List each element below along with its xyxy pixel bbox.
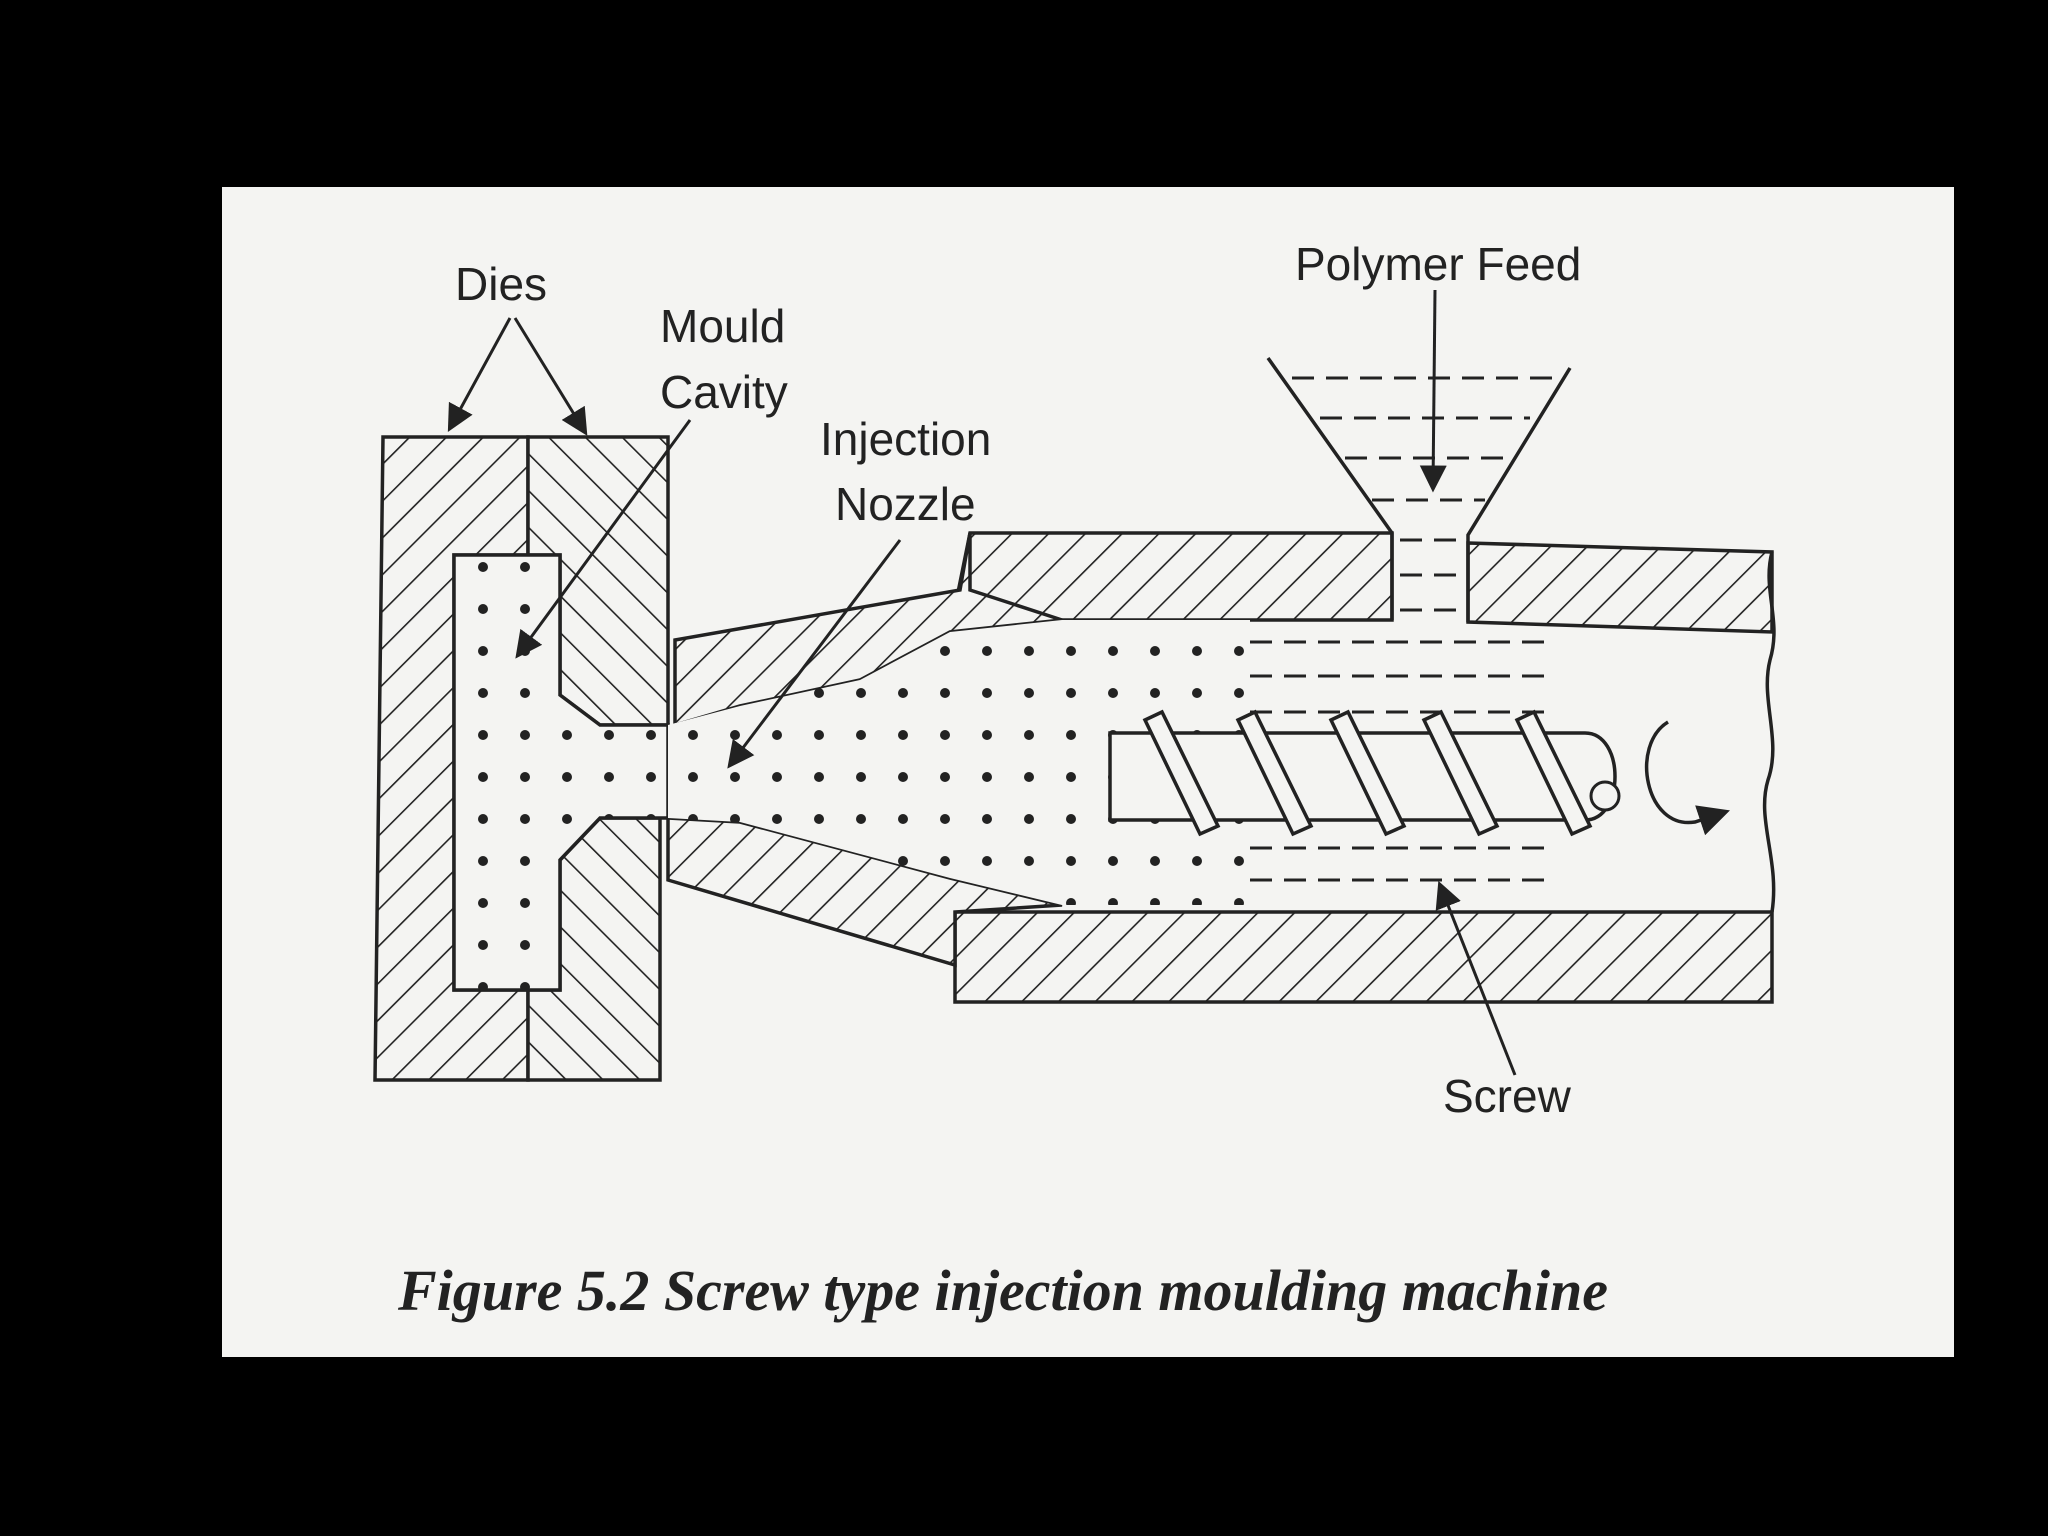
injection-nozzle-arrow [727,539,902,769]
polymer-granules [1250,640,1550,882]
dies [373,435,670,1082]
label-injection-line1: Injection [820,413,991,465]
barrel-lower-wall [953,910,1774,1004]
polymer-melt [668,620,1250,905]
label-polymer-feed: Polymer Feed [1295,238,1581,290]
hopper-walls [1266,356,1572,622]
barrel-break [1762,551,1776,913]
label-cavity-line2: Cavity [660,366,788,418]
barrel-upper-wall-right [1466,541,1774,634]
rotation-arrow [1644,720,1730,836]
screw-flights [1142,709,1593,837]
mould-cavity-arrow [515,419,692,659]
polymer-feed-arrow [1419,289,1447,493]
screw [1108,709,1730,837]
label-screw: Screw [1443,1070,1572,1122]
dies-arrow-right [513,317,588,436]
dies-arrow-left [447,317,512,432]
screw-arrow [1435,880,1517,1076]
label-mould-line1: Mould [660,300,785,352]
leader-lines [447,289,1517,1076]
hopper [1266,356,1572,622]
figure-caption: Figure 5.2 Screw type injection moulding… [397,1258,1608,1323]
label-dies: Dies [455,258,547,310]
label-nozzle-line2: Nozzle [835,478,976,530]
barrel [666,531,1776,1004]
